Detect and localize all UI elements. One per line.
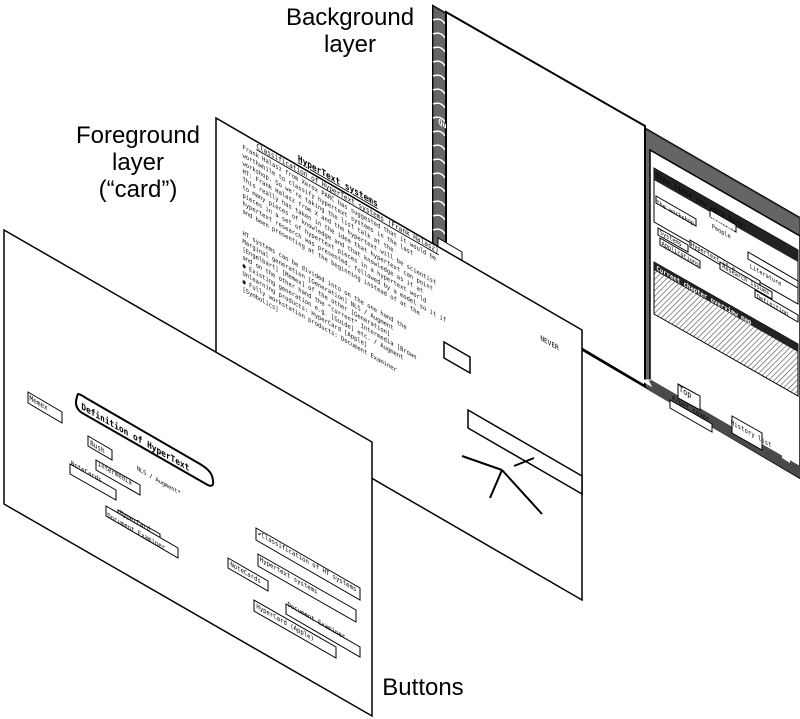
front-cover-button[interactable] — [669, 399, 713, 433]
foreground-layer — [215, 116, 583, 602]
document-examiner-button[interactable] — [105, 505, 179, 559]
top-button[interactable] — [677, 383, 701, 411]
report-map-nodes — [655, 195, 799, 323]
intermedia-button[interactable] — [95, 459, 141, 496]
label-line: layer — [323, 31, 377, 58]
report-map-titlebar — [654, 168, 798, 262]
buttons-layer — [3, 228, 373, 718]
bush-button[interactable] — [87, 435, 113, 461]
hypertext-systems-button[interactable] — [257, 553, 357, 623]
connector-lines — [461, 455, 543, 515]
foreground-layer-label: Foreground layer (“card”) — [58, 122, 218, 203]
definition-button[interactable] — [75, 392, 215, 487]
hypercard-apple-button[interactable] — [253, 599, 337, 659]
label-line: layer — [111, 149, 165, 176]
long-field — [467, 408, 583, 496]
label-line: (“card”) — [98, 176, 178, 203]
background-layer-label: Background layer — [270, 4, 430, 58]
memex-button[interactable] — [27, 391, 63, 424]
return-arrow-icon[interactable] — [782, 452, 790, 463]
notecards-button[interactable] — [69, 463, 117, 501]
next-arrow-icon[interactable] — [639, 379, 653, 388]
chapter-map — [653, 261, 799, 397]
background-layer — [432, 4, 800, 480]
label-line: Background — [285, 4, 415, 31]
buttons-label: Buttons — [382, 674, 464, 701]
document-examiner-button-2[interactable] — [285, 603, 361, 658]
never-box — [443, 340, 471, 375]
label-line: Foreground — [75, 122, 201, 149]
notecards-button-2[interactable] — [227, 557, 269, 592]
spiral-binding — [432, 18, 446, 235]
classification-button[interactable] — [255, 527, 361, 601]
history-list-button[interactable] — [731, 415, 763, 451]
